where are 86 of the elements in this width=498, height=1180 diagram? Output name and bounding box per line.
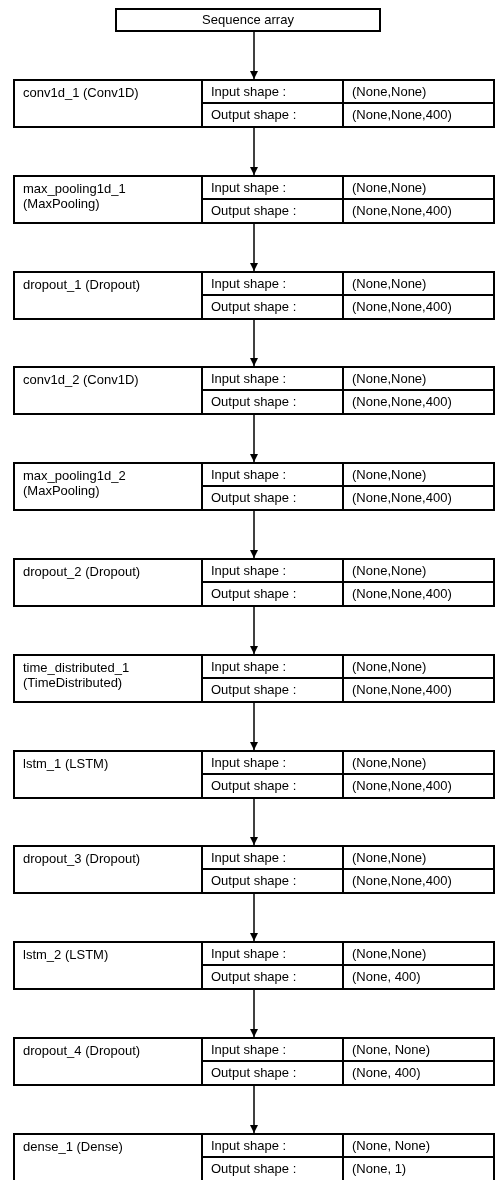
shape-value: (None,None,400)	[352, 394, 452, 410]
shape-label: Output shape :	[211, 969, 297, 985]
shape-label: Input shape :	[211, 849, 287, 865]
layer-name: conv1d_2 (Conv1D)	[23, 372, 139, 387]
shape-value: (None,None)	[352, 849, 427, 865]
shape-label: Input shape :	[211, 275, 287, 291]
shape-value: (None,None)	[352, 83, 427, 99]
shape-value: (None,None,400)	[352, 107, 452, 123]
shape-label: Output shape :	[211, 1161, 297, 1177]
layer-table	[13, 558, 495, 607]
layer-name: dropout_3 (Dropout)	[23, 851, 141, 866]
shape-value: (None,None,400)	[352, 682, 452, 698]
layer-table	[13, 654, 495, 703]
layer-name: conv1d_1 (Conv1D)	[23, 85, 139, 100]
layer-table	[13, 845, 495, 894]
shape-label: Input shape :	[211, 466, 287, 482]
arrow	[250, 223, 258, 272]
layer-table	[13, 941, 495, 990]
arrow	[250, 989, 258, 1038]
layer-name: dropout_1 (Dropout)	[23, 277, 141, 292]
arrow	[250, 798, 258, 846]
shape-label: Output shape :	[211, 203, 297, 219]
input-label: Sequence array	[202, 11, 294, 30]
shape-value: (None,None)	[352, 370, 427, 386]
arrow	[250, 702, 258, 751]
shape-value: (None,None,400)	[352, 778, 452, 794]
shape-label: Input shape :	[211, 179, 287, 195]
shape-value: (None,None,400)	[352, 299, 452, 315]
shape-label: Input shape :	[211, 1137, 287, 1153]
shape-label: Output shape :	[211, 682, 297, 698]
layer-table	[13, 1133, 495, 1180]
shape-label: Output shape :	[211, 586, 297, 602]
shape-value: (None,None)	[352, 179, 427, 195]
shape-label: Output shape :	[211, 299, 297, 315]
layer-name: time_distributed_1 (TimeDistributed)	[23, 660, 130, 690]
layer-table	[13, 1037, 495, 1086]
layer-table	[13, 271, 495, 320]
layer-table	[13, 750, 495, 799]
layer-name: lstm_1 (LSTM)	[23, 756, 109, 771]
shape-label: Input shape :	[211, 562, 287, 578]
shape-label: Output shape :	[211, 490, 297, 506]
layer-name: lstm_2 (LSTM)	[23, 947, 109, 962]
shape-label: Output shape :	[211, 778, 297, 794]
layer-name: max_pooling1d_1 (MaxPooling)	[23, 181, 126, 211]
layer-table	[13, 462, 495, 511]
shape-value: (None,None)	[352, 275, 427, 291]
shape-label: Input shape :	[211, 658, 287, 674]
layer-name: dropout_4 (Dropout)	[23, 1043, 141, 1058]
layer-name: dense_1 (Dense)	[23, 1139, 123, 1154]
shape-label: Input shape :	[211, 945, 287, 961]
shape-value: (None,None)	[352, 945, 427, 961]
shape-value: (None,None,400)	[352, 203, 452, 219]
shape-value: (None, None)	[352, 1041, 431, 1057]
arrow	[250, 1085, 258, 1134]
shape-label: Input shape :	[211, 1041, 287, 1057]
shape-value: (None,None)	[352, 754, 427, 770]
shape-value: (None,None)	[352, 562, 427, 578]
shape-label: Input shape :	[211, 370, 287, 386]
shape-label: Input shape :	[211, 83, 287, 99]
shape-value: (None,None)	[352, 658, 427, 674]
shape-label: Output shape :	[211, 394, 297, 410]
shape-label: Output shape :	[211, 873, 297, 889]
layer-name: dropout_2 (Dropout)	[23, 564, 141, 579]
shape-value: (None,None)	[352, 466, 427, 482]
arrow	[250, 414, 258, 463]
shape-label: Output shape :	[211, 1065, 297, 1081]
layer-table	[13, 79, 495, 128]
shape-value: (None, 1)	[352, 1161, 407, 1177]
shape-value: (None,None,400)	[352, 490, 452, 506]
arrow	[250, 893, 258, 942]
layer-table	[13, 175, 495, 224]
layer-table	[13, 366, 495, 415]
shape-value: (None,None,400)	[352, 586, 452, 602]
arrow	[250, 127, 258, 176]
shape-value: (None, 400)	[352, 1065, 421, 1081]
shape-value: (None, None)	[352, 1137, 431, 1153]
arrow	[250, 319, 258, 367]
arrow	[250, 606, 258, 655]
shape-value: (None, 400)	[352, 969, 421, 985]
shape-label: Output shape :	[211, 107, 297, 123]
arrow	[250, 31, 258, 80]
layer-name: max_pooling1d_2 (MaxPooling)	[23, 468, 126, 498]
shape-label: Input shape :	[211, 754, 287, 770]
arrow	[250, 510, 258, 559]
input-box	[115, 8, 381, 32]
shape-value: (None,None,400)	[352, 873, 452, 889]
